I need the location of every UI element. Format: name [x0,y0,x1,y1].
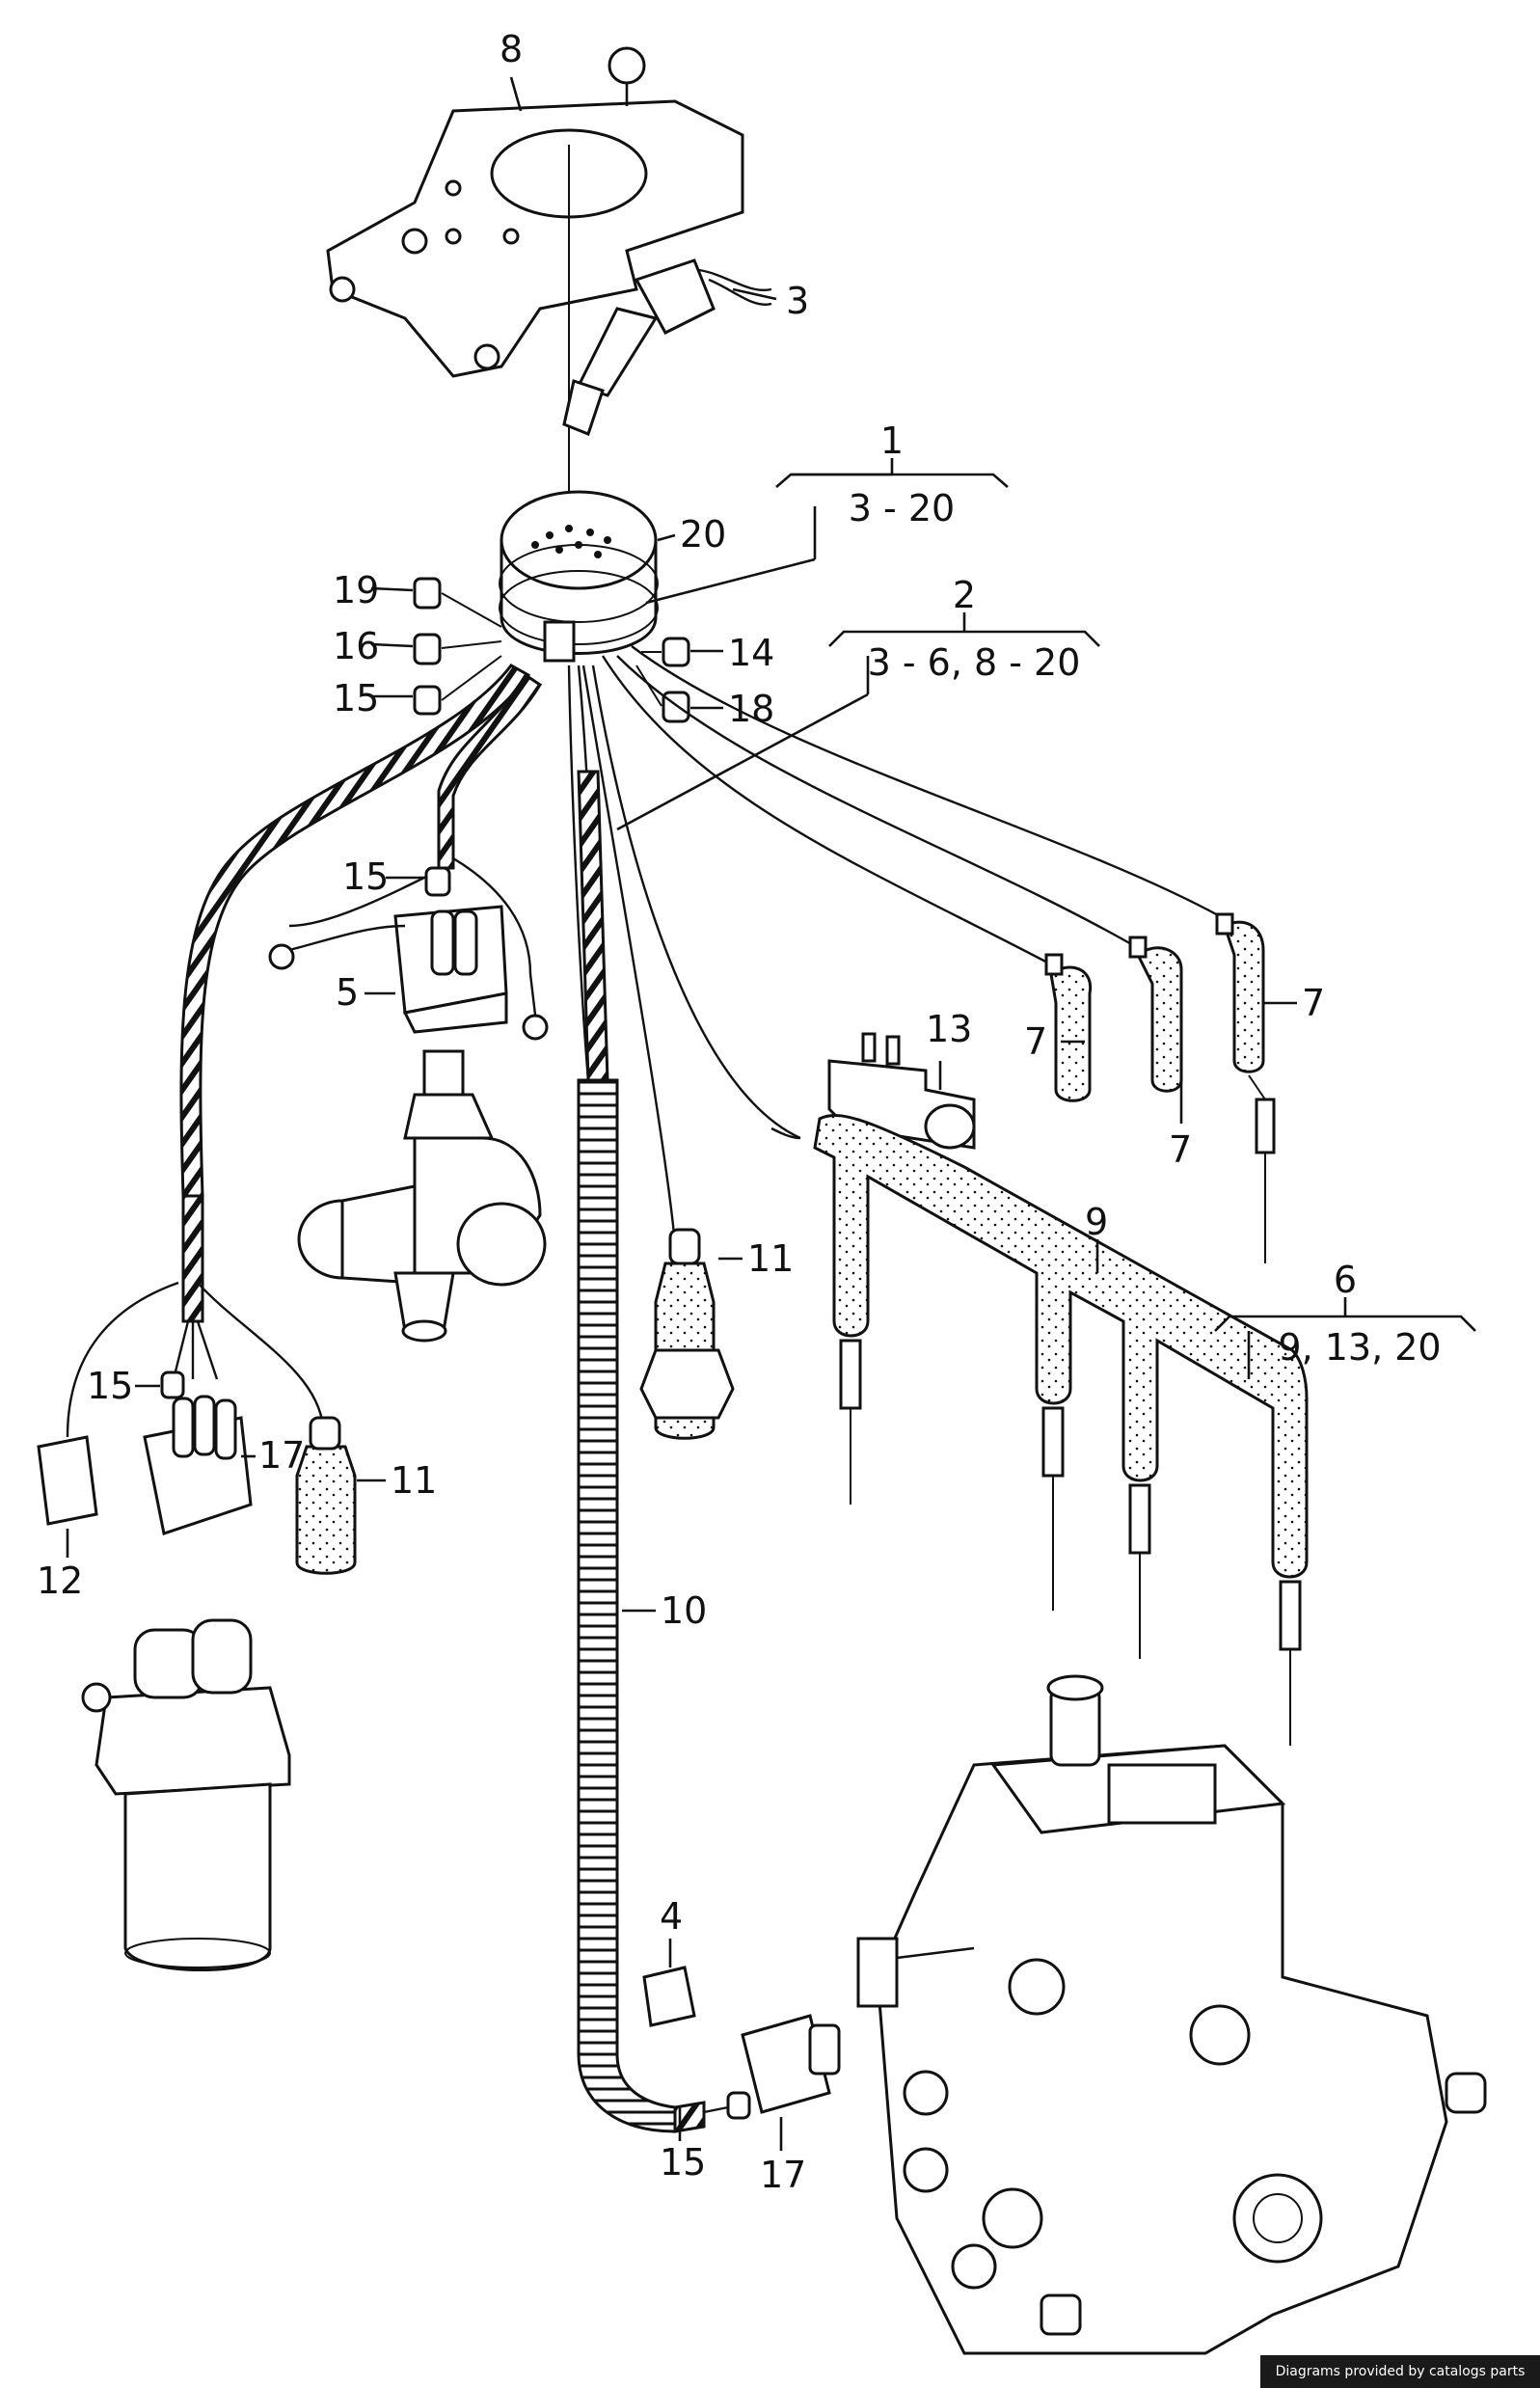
callout-17-bottom: 17 [760,2154,806,2196]
lower-left-connectors [37,1370,253,1535]
callout-11-sender: 11 [747,1237,794,1280]
seal-plugs [413,577,690,723]
part-5-relay [268,866,549,1041]
credit-footer: Diagrams provided by catalogs parts [1260,2355,1540,2388]
callout-19: 19 [333,569,379,611]
callout-17-lower: 17 [258,1434,305,1477]
part-9-harness [770,1114,1309,1746]
group-2-range: 3 - 6, 8 - 20 [868,641,1081,684]
callout-12: 12 [37,1560,83,1602]
callout-18: 18 [728,688,774,730]
callout-15-relay: 15 [342,855,389,898]
callout-15-bottom: 15 [660,2141,706,2184]
callout-9: 9 [1085,1201,1108,1243]
glow-plugs [839,1339,1302,1746]
callout-14: 14 [728,632,774,674]
callout-16: 16 [333,625,379,667]
injection-pump [856,1674,1487,2355]
callout-labels: 8 3 20 19 16 15 14 18 15 5 13 7 7 7 11 9… [37,28,1325,2196]
group-6-range: 9, 13, 20 [1278,1326,1441,1369]
callout-8: 8 [500,28,523,70]
leader-lines [66,76,1476,2151]
callout-20: 20 [680,513,726,556]
callout-7-right: 7 [1302,982,1325,1024]
relay-coil [81,1618,291,1971]
callout-15: 15 [333,677,379,719]
part-3-sensor [562,258,772,436]
group-1-range: 3 - 20 [849,487,955,529]
group-labels: 1 3 - 20 2 3 - 6, 8 - 20 6 9, 13, 20 [849,420,1442,1369]
callout-15-lower: 15 [87,1365,133,1407]
callout-4: 4 [660,1895,683,1938]
t-piece-fitting [297,1049,547,1343]
callout-7-middle: 7 [1169,1128,1192,1171]
part-11-senders [295,1228,735,1575]
group-1-number: 1 [880,420,904,462]
group-6-number: 6 [1334,1259,1357,1301]
group-2-number: 2 [953,574,976,616]
part-7-boots [1044,912,1276,1263]
lower-middle-connectors [642,1966,841,2120]
part-8-bracket [326,46,744,540]
harness-wires [66,645,1221,1438]
callout-3: 3 [786,280,809,322]
part-20-round-connector [499,490,659,663]
callout-7-left: 7 [1024,1020,1047,1063]
callout-11-lower: 11 [391,1459,437,1502]
callout-10: 10 [661,1589,707,1632]
part-10-conduit [577,1078,729,2133]
callout-13: 13 [926,1008,972,1050]
callout-5: 5 [336,971,359,1014]
